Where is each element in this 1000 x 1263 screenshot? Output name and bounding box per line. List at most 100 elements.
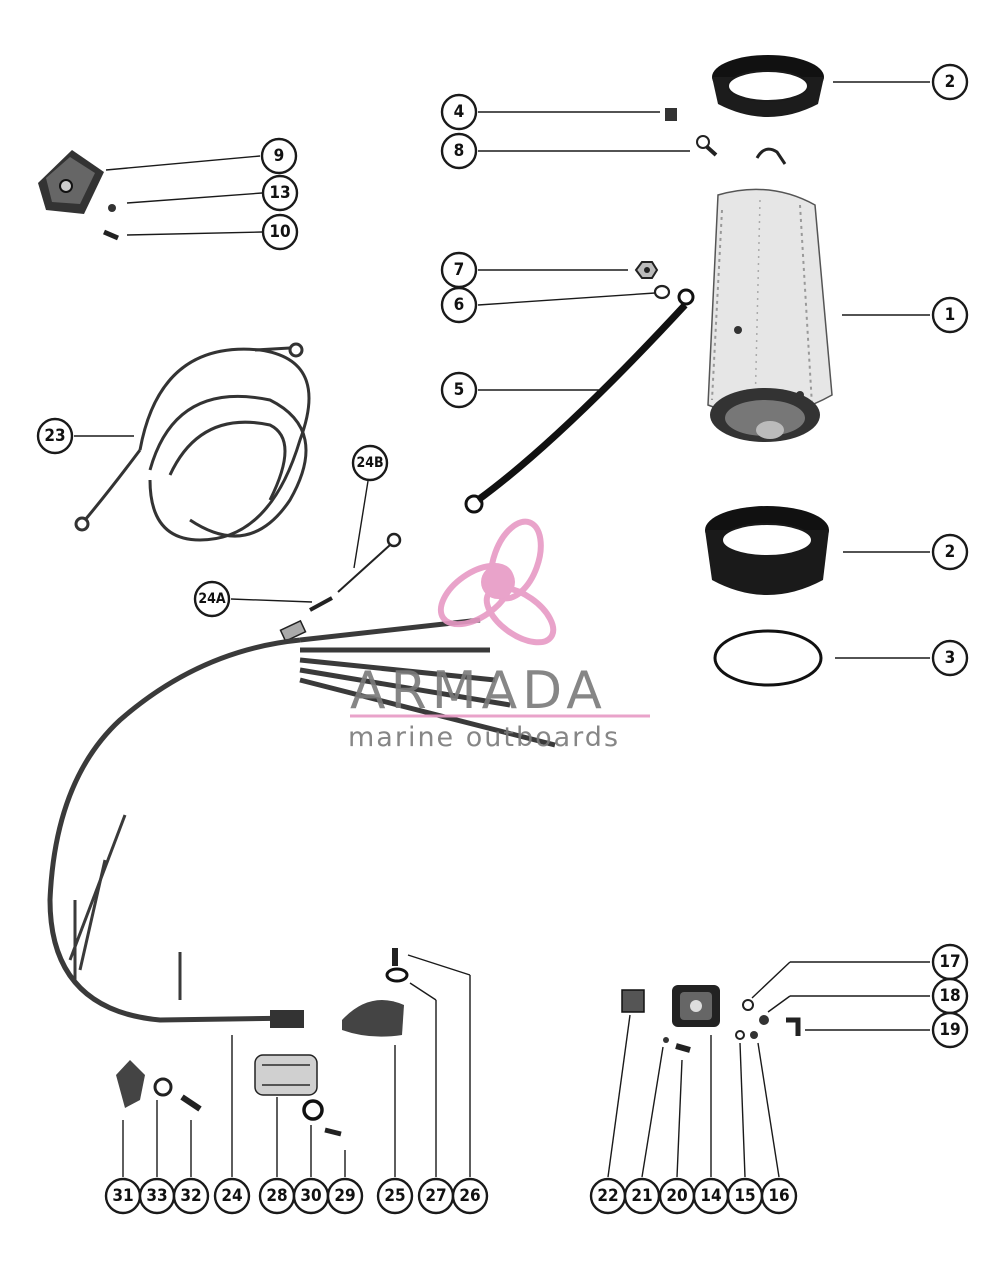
svg-text:25: 25	[384, 1186, 405, 1206]
callout-23[interactable]: 23	[36, 417, 74, 455]
callout-21[interactable]: 21	[623, 1177, 661, 1215]
callout-8[interactable]: 8	[440, 132, 478, 170]
callout-3[interactable]: 3	[931, 639, 969, 677]
svg-text:30: 30	[300, 1186, 321, 1206]
svg-text:19: 19	[939, 1020, 960, 1040]
callout-16[interactable]: 16	[760, 1177, 798, 1215]
svg-text:5: 5	[454, 380, 465, 400]
callout-27[interactable]: 27	[417, 1177, 455, 1215]
part-5-ground-strap	[464, 288, 695, 514]
part-24-wiring-harness	[47, 617, 556, 1028]
part-10-drawing	[103, 229, 119, 241]
svg-text:21: 21	[631, 1186, 652, 1206]
part-drawings	[38, 55, 833, 1137]
part-24a-24b-connector	[279, 532, 402, 643]
armada-watermark: ARMADA marine outboards	[348, 518, 650, 753]
starter-motor-body	[707, 188, 833, 442]
callout-15[interactable]: 15	[726, 1177, 764, 1215]
part-3-o-ring	[713, 629, 823, 687]
svg-text:8: 8	[454, 141, 465, 161]
callout-4[interactable]: 4	[440, 93, 478, 131]
brush-clip-drawing	[755, 147, 787, 165]
svg-text:2: 2	[945, 542, 956, 562]
svg-text:18: 18	[939, 986, 960, 1006]
svg-text:33: 33	[146, 1186, 167, 1206]
callout-6[interactable]: 6	[440, 286, 478, 324]
callout-32[interactable]: 32	[172, 1177, 210, 1215]
part-28-clamp	[254, 1054, 318, 1096]
callout-2-top[interactable]: 2	[931, 63, 969, 101]
callout-10[interactable]: 10	[261, 213, 299, 251]
part-32-bolt	[180, 1094, 202, 1112]
svg-text:32: 32	[180, 1186, 201, 1206]
svg-text:22: 22	[597, 1186, 618, 1206]
part-17-drawing	[742, 999, 754, 1011]
part-30-washer	[302, 1099, 324, 1121]
brand-tagline: marine outboards	[348, 722, 620, 753]
callout-5[interactable]: 5	[440, 371, 478, 409]
svg-text:6: 6	[454, 295, 465, 315]
callout-17[interactable]: 17	[931, 943, 969, 981]
svg-text:24A: 24A	[198, 591, 226, 607]
callout-18[interactable]: 18	[931, 977, 969, 1015]
svg-text:13: 13	[269, 183, 290, 203]
callout-30[interactable]: 30	[292, 1177, 330, 1215]
svg-text:14: 14	[700, 1186, 721, 1206]
svg-text:24B: 24B	[356, 455, 383, 471]
callout-25[interactable]: 25	[376, 1177, 414, 1215]
svg-text:2: 2	[945, 72, 956, 92]
callout-14[interactable]: 14	[692, 1177, 730, 1215]
part-25-boot	[342, 1000, 404, 1037]
part-14-solenoid	[672, 985, 720, 1027]
svg-text:26: 26	[459, 1186, 480, 1206]
callout-29[interactable]: 29	[326, 1177, 364, 1215]
part-20-drawing	[675, 1043, 691, 1053]
callout-22[interactable]: 22	[589, 1177, 627, 1215]
svg-text:23: 23	[44, 426, 65, 446]
callout-13[interactable]: 13	[261, 174, 299, 212]
svg-text:7: 7	[454, 260, 465, 280]
callout-19[interactable]: 19	[931, 1011, 969, 1049]
part-18-drawing	[759, 1015, 769, 1025]
part-15-drawing	[735, 1030, 745, 1040]
svg-text:16: 16	[768, 1186, 789, 1206]
part-27-washer	[385, 967, 409, 983]
leader-lines	[74, 81, 930, 1178]
callout-24b[interactable]: 24B	[351, 444, 389, 482]
part-23-cable	[74, 342, 311, 542]
callout-24a[interactable]: 24A	[193, 580, 231, 618]
part-9-rectifier	[38, 150, 104, 214]
part-13-drawing	[108, 204, 116, 212]
svg-text:20: 20	[666, 1186, 687, 1206]
callout-28[interactable]: 28	[258, 1177, 296, 1215]
callout-31[interactable]: 31	[104, 1177, 142, 1215]
part-22-plate	[621, 989, 645, 1013]
svg-text:28: 28	[266, 1186, 287, 1206]
brand-name: ARMADA	[350, 661, 607, 721]
svg-text:10: 10	[269, 222, 290, 242]
svg-text:9: 9	[274, 146, 285, 166]
svg-text:31: 31	[112, 1186, 133, 1206]
svg-text:24: 24	[221, 1186, 242, 1206]
callout-33[interactable]: 33	[138, 1177, 176, 1215]
callout-26[interactable]: 26	[451, 1177, 489, 1215]
callout-9[interactable]: 9	[260, 137, 298, 175]
part-4-drawing	[665, 108, 677, 121]
propeller-logo-icon	[437, 518, 557, 646]
callout-2-bottom[interactable]: 2	[931, 533, 969, 571]
svg-text:3: 3	[945, 648, 956, 668]
svg-text:29: 29	[334, 1186, 355, 1206]
callout-7[interactable]: 7	[440, 251, 478, 289]
part-8-drawing	[696, 135, 718, 157]
callout-1[interactable]: 1	[931, 296, 969, 334]
end-cap-ring-top	[712, 55, 824, 117]
svg-text:4: 4	[454, 102, 465, 122]
part-19-drawing	[786, 1017, 801, 1036]
callout-20[interactable]: 20	[658, 1177, 696, 1215]
callouts: 2 4 8 9 13 10 7 6 1 5 23 24B 2 24A 3 17 …	[36, 63, 969, 1215]
callout-24[interactable]: 24	[213, 1177, 251, 1215]
svg-text:27: 27	[425, 1186, 446, 1206]
part-33-washer	[153, 1077, 173, 1097]
part-6-drawing	[653, 284, 671, 300]
